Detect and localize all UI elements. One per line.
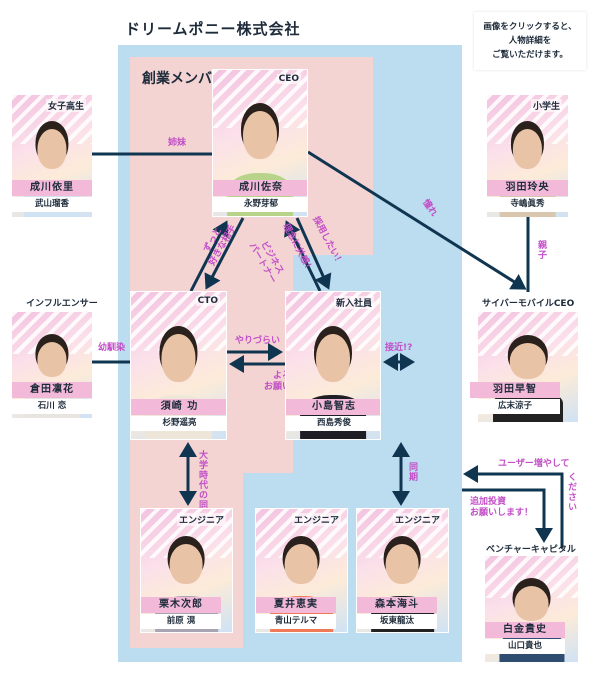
hint-line: 画像をクリックすると、: [483, 22, 577, 32]
actor-name: 坂東龍汰: [357, 614, 437, 629]
character-name: 夏井恵実: [256, 597, 336, 613]
hint-line: ご覧いただけます。: [492, 50, 568, 60]
character-card-vc[interactable]: 白金貴史山口貴也: [485, 556, 578, 662]
actor-name: 西島秀俊: [286, 416, 380, 431]
company-title: ドリームポニー株式会社: [125, 20, 301, 38]
actor-name: 山口貴也: [485, 639, 565, 654]
photo-head: [284, 543, 319, 585]
photo-head: [509, 343, 547, 380]
photo-head: [385, 543, 420, 585]
label-line: 追加投資: [470, 497, 507, 507]
character-name: 羽田玲央: [487, 180, 568, 196]
character-name: 成川佐奈: [213, 180, 307, 196]
hard-to-work-label: やりづらい: [235, 336, 281, 346]
newhire-to-ceo-arrow: [284, 220, 322, 292]
photo-head: [37, 341, 67, 377]
character-name: 小島智志: [286, 399, 380, 415]
character-role: 新入社員: [333, 296, 374, 309]
founders-label: 創業メンバー: [142, 71, 226, 87]
label-line: 大学時代の: [197, 450, 207, 500]
actor-name: 広末涼子: [470, 399, 560, 414]
character-name: 成川依里: [12, 180, 92, 196]
actor-name: 青山テルマ: [256, 614, 336, 629]
ceo-to-cto-arrow: [204, 217, 245, 290]
cto-to-ceo-arrow: [189, 220, 229, 292]
character-card-eng1[interactable]: エンジニア栗木次郎前原 滉: [140, 508, 233, 633]
character-card-newhire[interactable]: 新入社員小島智志西島秀俊: [285, 291, 381, 440]
character-card-ceo[interactable]: CEO 成川佐奈永野芽郁: [212, 69, 308, 217]
actor-name: 永野芽郁: [213, 197, 307, 212]
character-role: ベンチャーキャピタル: [486, 545, 576, 555]
character-card-kid[interactable]: 小学生羽田玲央寺嶋眞秀: [487, 95, 568, 217]
character-name: 羽田早智: [470, 382, 560, 398]
label-line: お願いします！: [470, 508, 534, 518]
photo-head: [514, 585, 549, 621]
character-name: 栗木次郎: [141, 597, 221, 613]
hint-line: 人物詳細を: [508, 36, 552, 46]
character-role: サイバーモバイルCEO: [482, 299, 575, 309]
character-name: 白金貴史: [485, 622, 565, 638]
character-role: エンジニア: [392, 513, 442, 526]
childhood-friend-label: 幼馴染: [98, 343, 126, 353]
click-hint: 画像をクリックすると、 人物詳細を ご覧いただけます。: [474, 12, 586, 70]
approach-label: 接近!?: [385, 343, 413, 353]
photo-head: [161, 333, 196, 382]
more-users-label-2: ください: [566, 472, 576, 512]
character-name: 倉田凛花: [12, 382, 92, 398]
character-card-sister[interactable]: 女子高生成川依里武山瑠香: [12, 95, 92, 217]
character-card-eng3[interactable]: エンジニア森本海斗坂東龍汰: [356, 508, 449, 633]
admire-arrow: [307, 150, 527, 290]
more-users-arrow: [463, 465, 564, 548]
investment-arrow: [462, 488, 553, 543]
character-role: エンジニア: [291, 513, 341, 526]
character-name: 須崎 功: [131, 399, 226, 415]
character-role: 女子高生: [45, 99, 86, 112]
actor-name: 寺嶋眞秀: [487, 197, 568, 212]
actor-name: 武山瑠香: [12, 197, 92, 212]
classmates-label: 大学時代の同級生: [196, 450, 207, 530]
character-card-eng2[interactable]: エンジニア夏井恵実青山テルマ: [255, 508, 348, 633]
actor-name: 杉野遥亮: [131, 416, 226, 431]
character-name: 森本海斗: [357, 597, 437, 613]
character-role: エンジニア: [176, 513, 226, 526]
character-card-cyberceo[interactable]: 羽田早智広末涼子: [470, 312, 578, 422]
ceo-to-newhire-arrow: [295, 217, 332, 290]
more-users-label: ユーザー増やして: [498, 459, 570, 469]
photo-head: [169, 543, 204, 585]
same-year-label: 同期: [407, 462, 417, 482]
photo-head: [512, 129, 543, 170]
character-card-cto[interactable]: CTO 須崎 功杉野遥亮: [130, 291, 227, 440]
character-card-influencer[interactable]: 倉田凛花石川 恋: [12, 312, 92, 418]
photo-head: [242, 111, 278, 160]
actor-name: 石川 恋: [12, 399, 92, 414]
parent-child-label: 親子: [536, 240, 546, 260]
character-role: CEO: [276, 74, 301, 84]
sisters-label: 姉妹: [168, 138, 187, 148]
photo-head: [315, 333, 351, 382]
photo-head: [37, 129, 67, 170]
character-role: インフルエンサー: [26, 299, 98, 309]
actor-name: 前原 滉: [141, 614, 221, 629]
character-role: 小学生: [530, 99, 562, 112]
character-role: CTO: [195, 296, 220, 306]
investment-label: 追加投資お願いします！: [470, 497, 533, 519]
